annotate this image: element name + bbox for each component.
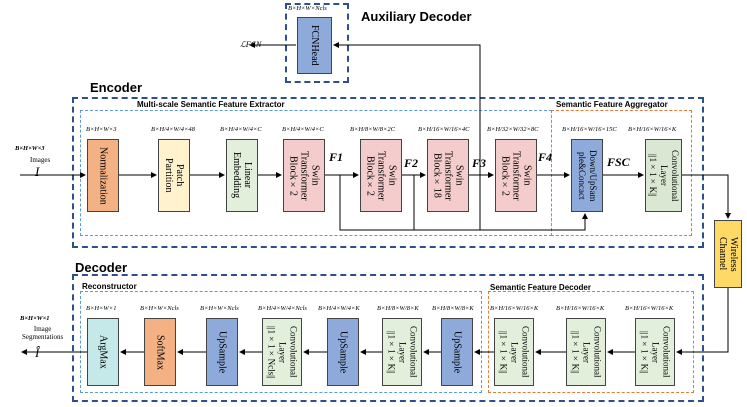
- dec-conv-block-2: Convolutional Layer ||1×1×K||: [566, 318, 606, 386]
- swin-block-4-label: Swin Transformer Block×2: [499, 150, 533, 201]
- conv-5-label: Convolutional Layer ||1×1×Ncls||: [266, 325, 299, 379]
- sfd-title: Semantic Feature Decoder: [490, 283, 591, 292]
- swin4-dim: B×H/32×W/32×8C: [487, 126, 539, 133]
- downup-dim: B×H/16×W/16×15C: [562, 126, 617, 133]
- upsample-block-2: UpSample: [327, 318, 359, 386]
- dconv3-dim: B×H/16×W/16×K: [490, 305, 539, 312]
- downup-concat-label: Down/UpSam ple&Concact: [577, 149, 598, 202]
- auxiliary-decoder-frame: [285, 3, 349, 83]
- sfd-frame: [488, 291, 694, 393]
- fsc-label: FSC: [607, 155, 630, 169]
- conv5-dim: B×H/4×W/4×Ncls: [258, 305, 307, 312]
- conv-block-5: Convolutional Layer ||1×1×Ncls||: [262, 318, 302, 386]
- f3-label: F3: [472, 156, 487, 170]
- encoder-conv-label: Convolutional Layer ||1×1×K||: [648, 149, 680, 202]
- swin-block-1-label: Swin Transformer Block×2: [287, 150, 321, 201]
- argmax-label: ArgMax: [97, 335, 109, 369]
- swin2-dim: B×H/8×W/8×2C: [350, 126, 395, 133]
- linear-embedding-block: Linear Embedding: [226, 139, 258, 212]
- softmax-label: SoftMax: [154, 334, 166, 370]
- swin-block-2-label: Swin Transformer Block×2: [364, 150, 398, 201]
- dec-conv-2-label: Convolutional Layer ||1×1×K||: [570, 326, 603, 378]
- f1-label: F1: [329, 150, 344, 164]
- encoder-conv-block: Convolutional Layer ||1×1×K||: [645, 139, 682, 212]
- up1-dim: B×H/8×W/8×K: [432, 305, 474, 312]
- sfa-title: Semantic Feature Aggregator: [556, 100, 668, 109]
- msfe-title: Multi-scale Semantic Feature Extractor: [137, 100, 285, 109]
- auxiliary-decoder-title: Auxiliary Decoder: [361, 9, 472, 24]
- aux-dim-label: B×H×W×Ncls: [288, 5, 327, 12]
- dec-conv-1-label: Convolutional Layer ||1×1×K||: [639, 326, 672, 378]
- dconv1-dim: B×H/16×W/16×K: [625, 305, 674, 312]
- dconv2-dim: B×H/16×W/16×K: [556, 305, 605, 312]
- upsample-block-3: UpSample: [206, 318, 238, 386]
- swin-block-3: Swin Transformer Block×18: [427, 139, 469, 212]
- swin-block-2: Swin Transformer Block×2: [360, 139, 402, 212]
- patch-dim: B×H/4×W/4×48: [151, 126, 195, 133]
- encoder-title: Encoder: [90, 80, 143, 95]
- encoder-frame: [72, 97, 704, 248]
- softmax-dim: B×H×W×Ncls: [140, 305, 179, 312]
- conv-block-4: Convolutional Layer ||1×1×K||: [382, 318, 422, 386]
- argmax-block: ArgMax: [87, 318, 119, 386]
- swin-block-4: Swin Transformer Block×2: [495, 139, 537, 212]
- input-symbol: I: [35, 164, 40, 179]
- patch-partition-label: Patch Partition: [163, 158, 185, 193]
- sfa-frame: [551, 110, 692, 236]
- normalization-block: Normalization: [87, 139, 119, 212]
- input-dim: B×H×W×3: [15, 145, 45, 152]
- dec-conv-block-3: Convolutional Layer ||1×1×K||: [494, 318, 534, 386]
- up3-dim: B×H×W×Ncls: [200, 305, 239, 312]
- wireless-channel-label: Wireless Channel: [717, 236, 739, 272]
- f2-label: F2: [404, 156, 419, 170]
- images-label: Images: [30, 156, 51, 164]
- upsample-2-label: UpSample: [337, 330, 349, 374]
- output-dim: B×H×W×1: [20, 315, 50, 322]
- conv-4-label: Convolutional Layer ||1×1×K||: [386, 326, 419, 378]
- encconv-dim: B×H/16×W/16×K: [628, 126, 677, 133]
- up2-dim: B×H/4×W/4×K: [318, 305, 360, 312]
- argmax-dim: B×H×W×1: [86, 305, 117, 312]
- swin1-dim: B×H/4×W/4×C: [282, 126, 324, 133]
- softmax-block: SoftMax: [144, 318, 176, 386]
- reconstructor-title: Reconstructor: [82, 282, 137, 291]
- swin3-dim: B×H/16×W/16×4C: [418, 126, 470, 133]
- wireless-channel-block: Wireless Channel: [714, 220, 742, 288]
- reconstructor-frame: [80, 291, 482, 393]
- fcnhead-label: FCNHead: [309, 25, 320, 66]
- upsample-3-label: UpSample: [216, 330, 228, 374]
- decoder-frame: [72, 274, 704, 402]
- upsample-block-1: UpSample: [441, 318, 473, 386]
- dec-conv-3-label: Convolutional Layer ||1×1×K||: [498, 326, 531, 378]
- linear-embedding-label: Linear Embedding: [231, 152, 253, 199]
- conv4-dim: B×H/8×W/8×K: [377, 305, 419, 312]
- upsample-1-label: UpSample: [451, 330, 463, 374]
- decoder-title: Decoder: [75, 260, 128, 275]
- swin-block-1: Swin Transformer Block×2: [283, 139, 325, 212]
- swin-block-3-label: Swin Transformer Block×18: [431, 150, 465, 201]
- f4-label: F4: [538, 150, 553, 164]
- norm-dim: B×H×W×3: [86, 126, 117, 133]
- normalization-label: Normalization: [97, 146, 109, 205]
- image-seg-label: Image Segmentations: [22, 325, 64, 341]
- dec-conv-block-1: Convolutional Layer ||1×1×K||: [635, 318, 675, 386]
- linemb-dim: B×H/4×W/4×C: [220, 126, 262, 133]
- downup-concat-block: Down/UpSam ple&Concact: [571, 139, 603, 212]
- fcnhead-block: FCNHead: [297, 17, 332, 74]
- patch-partition-block: Patch Partition: [158, 139, 190, 212]
